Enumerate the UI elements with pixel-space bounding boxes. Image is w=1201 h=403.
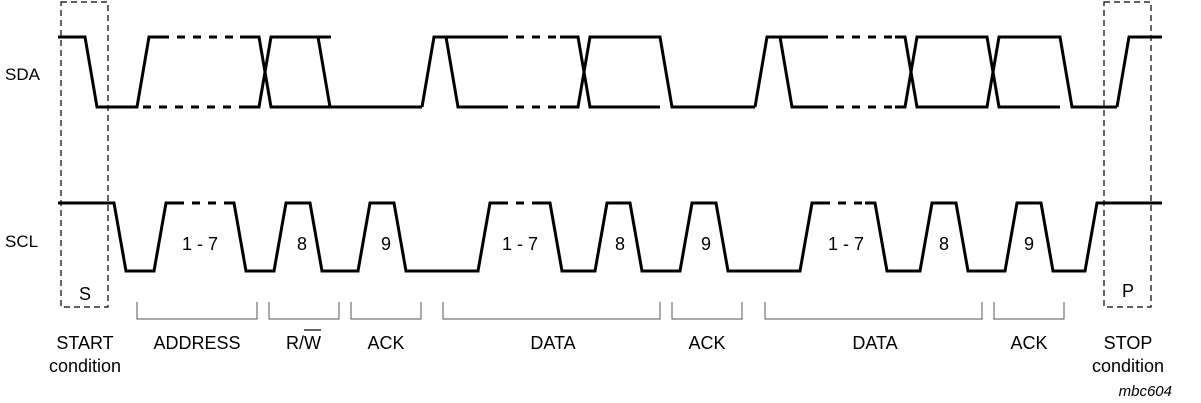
sda-start-segment bbox=[58, 35, 135, 109]
clock-label-data1-9: 9 bbox=[701, 234, 711, 254]
bracket-data1 bbox=[442, 302, 661, 320]
figure-id: mbc604 bbox=[1119, 383, 1172, 400]
address-label: ADDRESS bbox=[153, 333, 240, 353]
data1-label: DATA bbox=[530, 333, 575, 353]
sda-data2-start-low bbox=[767, 35, 820, 109]
sda-waveform bbox=[58, 35, 1162, 109]
sda-data2-last-low bbox=[970, 35, 1060, 109]
start-label-line2: condition bbox=[49, 356, 121, 376]
start-condition-box bbox=[60, 1, 109, 308]
phase-labels: START condition ADDRESS R/ W ACK DATA AC… bbox=[49, 329, 1164, 376]
rw-label-r: R/ bbox=[286, 333, 304, 353]
data2-label: DATA bbox=[852, 333, 897, 353]
start-marker: S bbox=[79, 284, 91, 304]
sda-data1-end-high bbox=[560, 35, 660, 109]
bracket-data2 bbox=[764, 302, 983, 320]
clock-label-data2-1-7: 1 - 7 bbox=[828, 234, 864, 254]
clock-label-data2-9: 9 bbox=[1024, 234, 1034, 254]
sda-ack3-segment bbox=[1055, 35, 1117, 109]
stop-label-line2: condition bbox=[1092, 356, 1164, 376]
start-label-line1: START bbox=[56, 333, 113, 353]
sda-rw-crossing bbox=[310, 35, 422, 109]
sda-data2-last-high bbox=[970, 35, 1060, 109]
clock-label-address-1-7: 1 - 7 bbox=[182, 234, 218, 254]
sda-data1-start-low bbox=[434, 35, 500, 109]
sda-address-end bbox=[240, 35, 331, 109]
ack1-label: ACK bbox=[367, 333, 404, 353]
clock-label-address-9: 9 bbox=[381, 234, 391, 254]
phase-brackets bbox=[136, 302, 1065, 320]
clock-label-data1-1-7: 1 - 7 bbox=[502, 234, 538, 254]
stop-label-line1: STOP bbox=[1104, 333, 1153, 353]
clock-label-data1-8: 8 bbox=[615, 234, 625, 254]
clock-pulse-labels: 1 - 7 8 9 1 - 7 8 9 1 - 7 8 9 bbox=[182, 234, 1034, 254]
bracket-rw bbox=[268, 302, 340, 320]
sda-data1-end-low bbox=[560, 35, 660, 109]
scl-main-trace bbox=[58, 201, 176, 273]
sda-data1-to-ack bbox=[645, 35, 755, 109]
sda-label: SDA bbox=[5, 65, 41, 84]
sda-ack2-rise bbox=[753, 35, 780, 108]
scl-address-clocks bbox=[226, 201, 500, 273]
sda-address-low bbox=[135, 35, 161, 109]
rw-label-w: W bbox=[304, 333, 321, 353]
scl-waveform bbox=[58, 201, 1162, 273]
bracket-address bbox=[136, 302, 258, 320]
sda-address-end-low bbox=[240, 35, 331, 109]
bracket-ack3 bbox=[993, 302, 1065, 320]
ack2-label: ACK bbox=[688, 333, 725, 353]
sda-data2-end-low bbox=[895, 35, 980, 109]
sda-ack-rise bbox=[420, 35, 446, 108]
clock-label-data2-8: 8 bbox=[939, 234, 949, 254]
bracket-ack1 bbox=[350, 302, 422, 320]
stop-marker: P bbox=[1122, 281, 1134, 301]
scl-data2-clocks bbox=[865, 201, 1162, 273]
scl-label: SCL bbox=[5, 232, 38, 251]
sda-stop-rise bbox=[1115, 35, 1162, 108]
clock-label-address-8: 8 bbox=[297, 234, 307, 254]
stop-condition-box bbox=[1103, 1, 1152, 308]
bracket-ack2 bbox=[671, 302, 743, 320]
scl-data1-clocks bbox=[540, 201, 822, 273]
ack3-label: ACK bbox=[1010, 333, 1047, 353]
